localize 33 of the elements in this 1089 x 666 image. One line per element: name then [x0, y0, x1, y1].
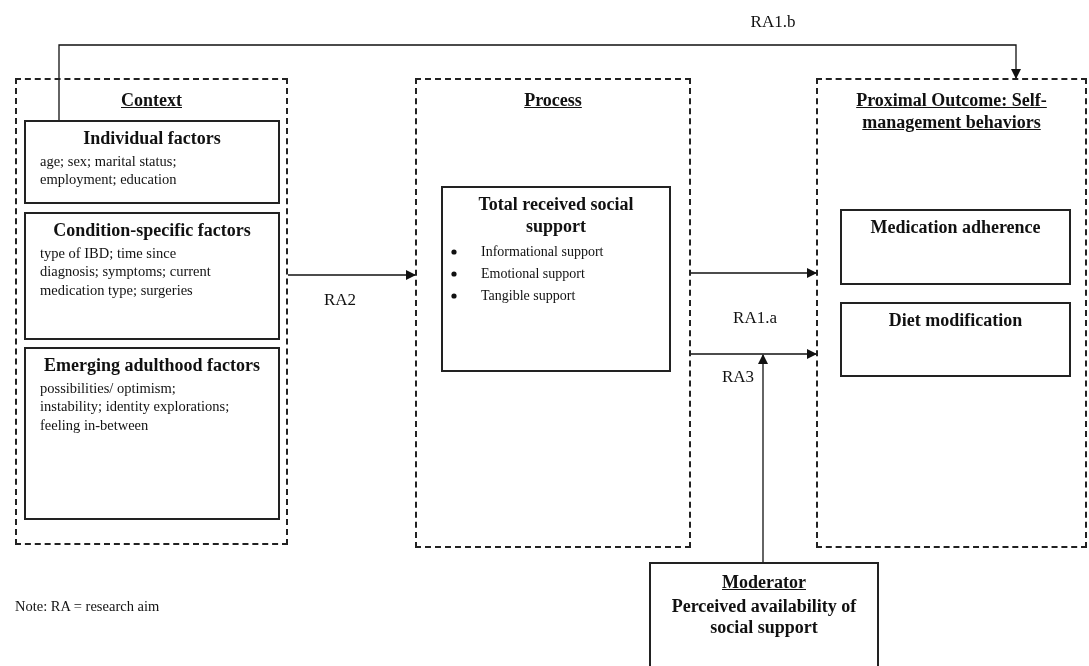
section-heading: Context [120, 90, 183, 112]
bullet-item: Tangible support [481, 287, 576, 303]
moderator-text: Perceived availability of social support [670, 595, 858, 639]
section-heading: Proximal Outcome: Self-management behaviors [855, 90, 1048, 134]
factor-box [840, 302, 1071, 377]
factor-box [24, 347, 280, 520]
arrow [690, 349, 817, 359]
factor-list-text: age; sex; marital status; employment; education [40, 151, 178, 190]
box-heading: Total received social support [477, 194, 635, 238]
factor-box [24, 120, 280, 204]
dashed-group-frame [15, 78, 288, 545]
box-heading: Emerging adulthood factors [43, 355, 261, 377]
dashed-group-frame [816, 78, 1087, 548]
moderator-box [649, 562, 879, 666]
box-heading: Condition-specific factors [52, 220, 252, 242]
box-heading: Individual factors [82, 128, 222, 150]
factor-box [840, 209, 1071, 285]
dashed-group-frame [415, 78, 691, 548]
arrow [690, 268, 817, 278]
box-heading: Diet modification [887, 310, 1024, 332]
bullet-item: Emotional support [481, 265, 585, 281]
arrow [58, 44, 1021, 121]
section-heading: Process [523, 90, 583, 112]
factor-box [24, 212, 280, 340]
process-box [441, 186, 671, 372]
box-heading: Moderator [721, 572, 807, 594]
factor-list-text: type of IBD; time since diagnosis; symptoms; current medication type; surgeries [40, 243, 212, 301]
note-text: Note: RA = research aim [15, 598, 160, 615]
arrow [287, 270, 416, 280]
bullet-item: Informational support [481, 244, 604, 260]
box-heading: Medication adherence [869, 217, 1042, 239]
factor-list-text: possibilities/ optimism; instability; identity explorations; feeling in-between [40, 378, 231, 436]
arrow [758, 354, 768, 563]
